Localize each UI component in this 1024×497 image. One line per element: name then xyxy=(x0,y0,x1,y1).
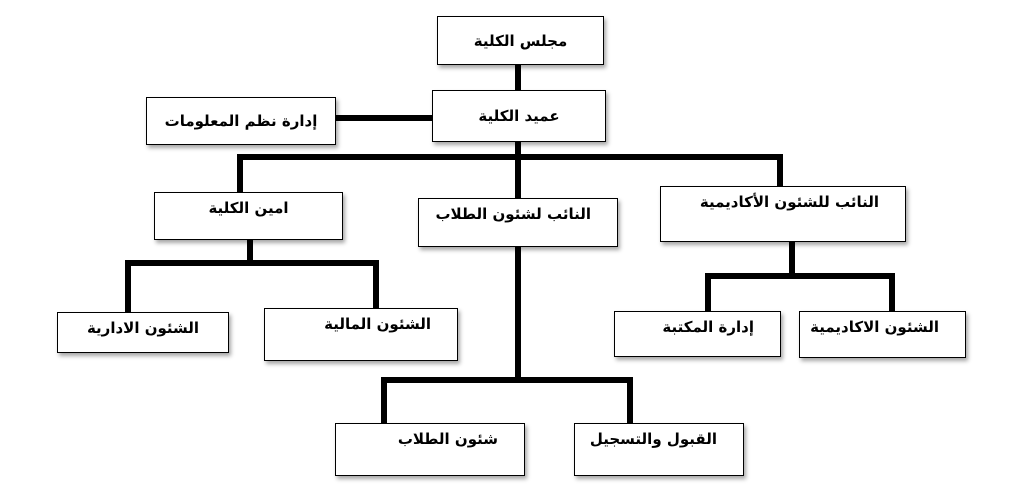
box-label: مجلس الكلية xyxy=(473,31,568,50)
connector-vice-student-bar xyxy=(381,377,633,383)
connector-vice-academic-trunk xyxy=(789,241,795,275)
connector-drop-financial-affairs xyxy=(373,260,379,308)
connector-dean-trunk xyxy=(515,141,521,157)
connector-secretary-bar xyxy=(125,260,379,266)
box-financial-affairs: الشئون المالية xyxy=(264,308,458,361)
connector-drop-college-secretary xyxy=(237,154,243,192)
connector-council-dean xyxy=(515,64,521,90)
box-dean: عميد الكلية xyxy=(432,90,606,142)
connector-vice-student-trunk xyxy=(515,246,521,380)
box-label: الشئون المالية xyxy=(324,315,431,333)
box-label: النائب لشئون الطلاب xyxy=(435,205,591,223)
connector-drop-administrative-affairs xyxy=(125,260,131,312)
box-vice-student-affairs: النائب لشئون الطلاب xyxy=(418,198,618,247)
box-college-council: مجلس الكلية xyxy=(437,16,604,65)
connector-drop-academic-affairs xyxy=(889,273,895,311)
box-information-systems: إدارة نظم المعلومات xyxy=(146,97,336,145)
connector-drop-vice-academic-affairs xyxy=(777,154,783,186)
connector-level2-bar xyxy=(237,154,783,160)
connector-drop-admission-registration xyxy=(627,377,633,423)
box-academic-affairs: الشئون الاكاديمية xyxy=(799,311,966,358)
box-label: امين الكلية xyxy=(208,199,289,217)
connector-drop-student-affairs xyxy=(381,377,387,423)
box-label: النائب للشئون الأكاديمية xyxy=(699,193,879,211)
box-label: الشئون الادارية xyxy=(86,319,200,337)
box-label: القبول والتسجيل xyxy=(589,430,717,448)
box-library-management: إدارة المكتبة xyxy=(614,311,781,357)
box-label: عميد الكلية xyxy=(478,107,560,125)
box-label: إدارة نظم المعلومات xyxy=(164,112,318,130)
box-label: شئون الطلاب xyxy=(397,430,498,448)
connector-drop-vice-student-affairs xyxy=(515,154,521,198)
box-college-secretary: امين الكلية xyxy=(154,192,343,240)
connector-dean-information-systems xyxy=(336,115,436,121)
connector-vice-academic-bar xyxy=(705,273,895,279)
connector-secretary-trunk xyxy=(247,239,253,263)
box-label: الشئون الاكاديمية xyxy=(810,318,939,336)
connector-drop-library-management xyxy=(705,273,711,311)
box-vice-academic-affairs: النائب للشئون الأكاديمية xyxy=(660,186,906,242)
box-student-affairs: شئون الطلاب xyxy=(335,423,525,476)
box-admission-registration: القبول والتسجيل xyxy=(574,423,744,476)
box-label: إدارة المكتبة xyxy=(662,318,754,336)
box-administrative-affairs: الشئون الادارية xyxy=(57,312,229,353)
